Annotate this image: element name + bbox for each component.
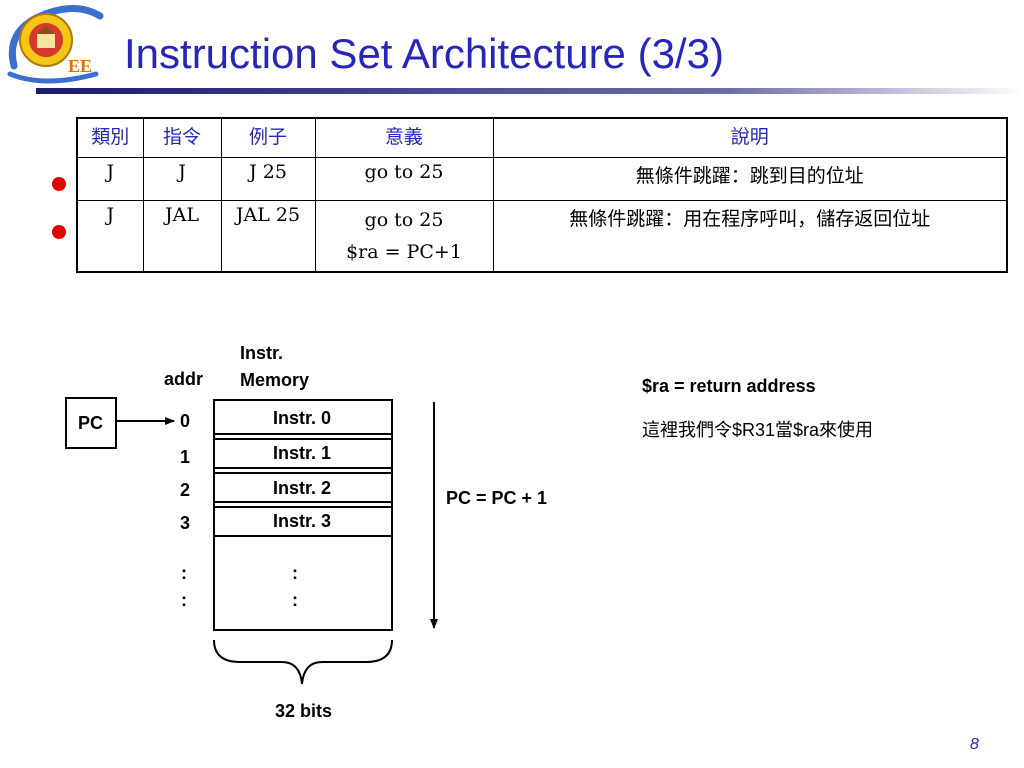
memory-label-line-1: Instr. bbox=[240, 343, 284, 363]
slide-title: Instruction Set Architecture (3/3) bbox=[124, 30, 724, 77]
table-row: J J J 25 go to 25 無條件跳躍：跳到目的位址 bbox=[76, 157, 1008, 201]
cell-meaning: go to 25 $ra = PC+1 bbox=[314, 200, 494, 273]
table-row: J JAL JAL 25 go to 25 $ra = PC+1 無條件跳躍：用… bbox=[76, 200, 1008, 273]
logo-text: EE bbox=[68, 56, 92, 76]
cell-meaning: go to 25 bbox=[314, 157, 494, 201]
cell-description: 無條件跳躍：跳到目的位址 bbox=[492, 157, 1008, 201]
header-category: 類別 bbox=[76, 117, 144, 158]
pc-register-box bbox=[65, 397, 117, 449]
header-description: 說明 bbox=[492, 117, 1008, 158]
instr-3: Instr. 3 bbox=[273, 511, 332, 531]
addr-label: addr bbox=[164, 369, 204, 389]
bullet-jal bbox=[52, 225, 66, 239]
address-0: 0 bbox=[180, 411, 191, 431]
university-logo: EE bbox=[7, 4, 104, 84]
address-dots-1: : bbox=[181, 563, 187, 583]
header-instruction: 指令 bbox=[142, 117, 222, 158]
instruction-table: 類別 指令 例子 意義 說明 J J J 25 go to 25 無條件跳躍：跳… bbox=[76, 117, 1008, 273]
page-number: 8 bbox=[970, 736, 979, 753]
width-brace bbox=[213, 639, 393, 685]
ra-usage-note: 這裡我們令$R31當$ra來使用 bbox=[642, 420, 874, 440]
title-underline bbox=[36, 88, 1024, 94]
instr-1: Instr. 1 bbox=[273, 443, 332, 463]
address-2: 2 bbox=[180, 480, 191, 500]
memory-label-line-2: Memory bbox=[240, 370, 310, 390]
address-3: 3 bbox=[180, 513, 191, 533]
instr-2: Instr. 2 bbox=[273, 478, 332, 498]
meaning-line-1: go to 25 bbox=[364, 209, 444, 231]
width-label: 32 bits bbox=[275, 701, 333, 721]
memory-dots-2: : bbox=[292, 590, 298, 610]
meaning-line-2: $ra = PC+1 bbox=[346, 241, 462, 263]
bullet-j bbox=[52, 177, 66, 191]
header-example: 例子 bbox=[220, 117, 316, 158]
cell-description: 無條件跳躍：用在程序呼叫，儲存返回位址 bbox=[492, 200, 1008, 273]
pc-update-label: PC = PC + 1 bbox=[446, 488, 548, 508]
cell-instr: JAL bbox=[142, 200, 222, 273]
cell-example: J 25 bbox=[220, 157, 316, 201]
cell-instr: J bbox=[142, 157, 222, 201]
memory-dots-1: : bbox=[292, 563, 298, 583]
address-dots-2: : bbox=[181, 590, 187, 610]
pc-label: PC bbox=[78, 413, 104, 433]
ra-definition: $ra = return address bbox=[642, 376, 816, 396]
address-1: 1 bbox=[180, 447, 191, 467]
instr-0: Instr. 0 bbox=[273, 408, 332, 428]
